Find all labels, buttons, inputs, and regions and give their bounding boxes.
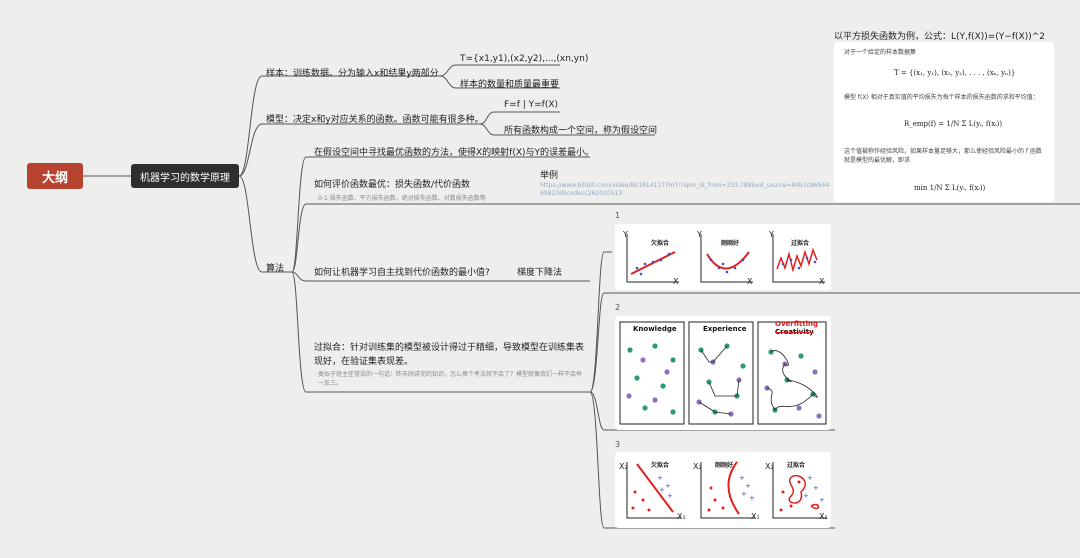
- axis-y-label-2: Y: [697, 230, 702, 239]
- algo-minimize-node[interactable]: 如何让机器学习自主找到代价函数的最小值?: [314, 268, 490, 278]
- knowledge-experience-graphic: [619, 321, 827, 425]
- fit-regression-graphic: [626, 234, 825, 283]
- model-f-node[interactable]: F=f | Y=f(X): [504, 100, 559, 110]
- overfit-note: 类似于班主任常说的一句话：昨天刚讲完的知识，怎么换个考法就不会了？模型就像我们一…: [318, 371, 583, 387]
- svg-text:+: +: [819, 496, 825, 504]
- fit-label-under: 欠拟合: [651, 240, 670, 247]
- fit-classification-graphic: ++++ ++++ ++++: [626, 461, 827, 519]
- axis-x1-label-3: X₁: [819, 512, 828, 521]
- svg-text:+: +: [813, 484, 819, 492]
- axis-x1-label-1: X₁: [677, 512, 686, 521]
- gradient-descent-node[interactable]: 梯度下降法: [517, 268, 563, 278]
- sample-set-node[interactable]: T={x1,y1),(x2,y2),...,(xn,yn): [460, 54, 589, 64]
- panel-experience-label: Experience: [703, 325, 747, 333]
- svg-text:+: +: [807, 474, 813, 482]
- axis-x2-label-1: X₂: [619, 462, 628, 471]
- fit-label-good: 刚刚好: [721, 240, 740, 247]
- sample-note-node[interactable]: 样本的数量和质量最重要: [460, 80, 560, 90]
- formula-line-1: 对于一个给定的样本数据集: [844, 49, 917, 56]
- fit-classification-image: ++++ ++++ ++++ 欠拟合 刚刚好 过拟合 X₂ X₂ X₂ X₁ X…: [615, 452, 831, 528]
- model-node[interactable]: 模型：决定x和y对应关系的函数。函数可能有很多种。: [266, 115, 484, 125]
- knowledge-experience-image: Knowledge Experience Overfitting Creativ…: [615, 316, 831, 430]
- algorithm-node[interactable]: 算法: [266, 264, 285, 274]
- class-label-over: 过拟合: [787, 462, 806, 469]
- algo-search-node[interactable]: 在假设空间中寻找最优函数的方法，使得X的映射f(X)与Y的误差最小。: [314, 148, 595, 158]
- axis-x2-label-2: X₂: [693, 462, 702, 471]
- main-topic-node[interactable]: 机器学习的数学原理: [131, 164, 239, 188]
- svg-text:+: +: [741, 490, 747, 498]
- axis-x1-label-2: X₁: [751, 512, 760, 521]
- image-1-number: 1: [615, 211, 621, 220]
- axis-x-label-2: X: [747, 277, 753, 286]
- formula-line-3: 这个值被称作经验风险，如果样本量足够大，那么使经验风险最小的 f 函数就是模型的…: [844, 148, 1042, 164]
- svg-text:+: +: [667, 492, 673, 500]
- formula-title[interactable]: 以平方损失函数为例，公式：L(Y,f(X))=(Y−f(X))^2: [834, 32, 1045, 42]
- formula-card: 对于一个给定的样本数据集 T = {(x₁, y₁), (x₂, y₂), . …: [834, 42, 1054, 202]
- axis-y-label-1: Y: [623, 230, 628, 239]
- fit-label-over: 过拟合: [791, 240, 810, 247]
- axis-x-label-1: X: [673, 277, 679, 286]
- panel-creativity-label: Creativity: [775, 328, 814, 336]
- example-label[interactable]: 举例: [540, 171, 559, 181]
- axis-y-label-3: Y: [769, 230, 774, 239]
- example-link[interactable]: https://www.bilibili.com/video/BV1RL411T…: [540, 182, 830, 197]
- fit-regression-image: 欠拟合 刚刚好 过拟合 Y Y Y X X X: [615, 224, 831, 290]
- formula-eq-3: min 1/N Σ L(yᵢ, f(xᵢ)): [914, 184, 986, 192]
- svg-text:+: +: [803, 492, 809, 500]
- svg-text:+: +: [665, 482, 671, 490]
- algo-loss-note: 0-1 损失函数、平方损失函数、绝对损失函数、对数损失函数等: [318, 195, 486, 202]
- sample-node[interactable]: 样本：训练数据。分为输入x和结果y两部分: [266, 69, 439, 79]
- panel-knowledge-label: Knowledge: [633, 325, 677, 333]
- algo-loss-node[interactable]: 如何评价函数最优：损失函数/代价函数: [314, 180, 471, 190]
- image-3-number: 3: [615, 440, 621, 449]
- svg-text:+: +: [749, 494, 755, 502]
- class-label-under: 欠拟合: [651, 462, 670, 469]
- svg-text:+: +: [657, 474, 663, 482]
- axis-x-label-3: X: [819, 277, 825, 286]
- overfit-node[interactable]: 过拟合：针对训练集的模型被设计得过于精细，导致模型在训练集表现好，在验证集表现差…: [314, 343, 585, 367]
- svg-text:+: +: [659, 486, 665, 494]
- svg-text:+: +: [739, 474, 745, 482]
- image-2-number: 2: [615, 303, 621, 312]
- class-label-good: 刚刚好: [715, 462, 734, 469]
- axis-x2-label-3: X₂: [765, 462, 774, 471]
- panel-overfitting-label: Overfitting: [775, 320, 818, 328]
- formula-eq-2: R_emp(f) = 1/N Σ L(yᵢ, f(xᵢ)): [904, 120, 1003, 128]
- formula-eq-1: T = {(x₁, y₁), (x₂, y₂), . . . , (xₙ, yₙ…: [894, 69, 1016, 77]
- svg-text:+: +: [745, 482, 751, 490]
- model-note-node[interactable]: 所有函数构成一个空间，称为假设空间: [504, 126, 658, 136]
- formula-line-2: 模型 f(X) 相对于真实值的平均损失为每个样本的损失函数的求和平均值：: [844, 94, 1039, 101]
- root-node[interactable]: 大纲: [27, 163, 83, 189]
